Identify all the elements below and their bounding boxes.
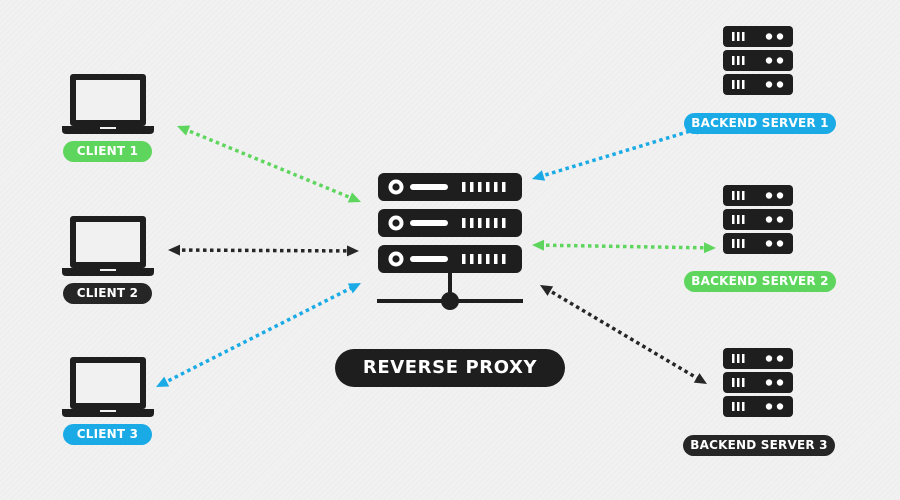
server-stack-icon [723,348,793,417]
backend-server-2-label: BACKEND SERVER 2 [684,271,836,292]
backend-server-1-label: BACKEND SERVER 1 [684,113,836,134]
connection-arrow [532,239,716,254]
connection-arrow [532,124,707,181]
backend-server-3-label: BACKEND SERVER 3 [683,435,835,456]
connection-arrow [177,125,361,203]
client-2-label: CLIENT 2 [63,283,152,304]
client-3-label: CLIENT 3 [63,424,152,445]
reverse-proxy-label: REVERSE PROXY [335,349,565,387]
connection-arrow [156,283,361,387]
server-stack-icon [723,185,793,254]
laptop-icon [62,74,154,134]
laptop-icon [62,357,154,417]
server-rack-icon [377,173,523,310]
server-stack-icon [723,26,793,95]
connection-arrow [168,244,359,257]
client-1-label: CLIENT 1 [63,141,152,162]
laptop-icon [62,216,154,276]
connection-arrow [540,285,707,384]
